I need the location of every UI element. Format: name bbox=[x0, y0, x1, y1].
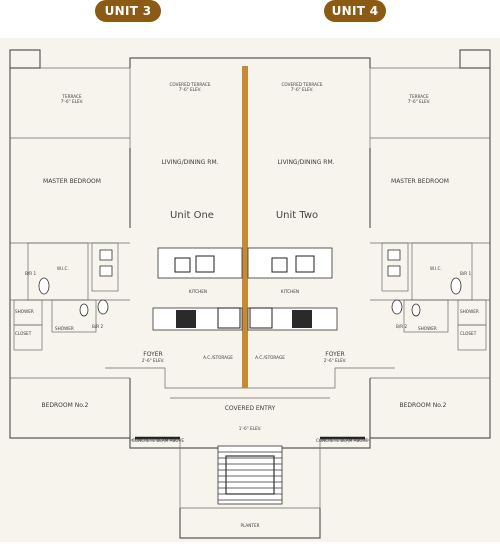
ac-storage-right-label: A.C./STORAGE bbox=[255, 355, 285, 360]
floor-plan-drawing: TERRACE 7'-6" ELEV. TERRACE 7'-6" ELEV. … bbox=[9, 49, 491, 539]
wic-left-label: W.I.C. bbox=[57, 266, 69, 271]
foyer-left-size: 2'-6" ELEV. bbox=[142, 358, 165, 363]
master-right-label: MASTER BEDROOM bbox=[391, 178, 449, 185]
bedroom2-left-label: BEDROOM No.2 bbox=[41, 402, 88, 409]
shower-left-2: SHOWER bbox=[55, 326, 74, 331]
unit-one-label: Unit One bbox=[170, 210, 214, 221]
foyer-right-label: FOYER bbox=[325, 351, 344, 358]
kitchen-right-label: KITCHEN bbox=[281, 289, 299, 294]
covered-terrace-right-label: COVERED TERRACE bbox=[282, 82, 323, 87]
covered-entry-size: 1'-6" ELEV. bbox=[239, 426, 262, 431]
kitchen-counters bbox=[152, 247, 338, 331]
unit-divider bbox=[242, 66, 248, 388]
unit-two-label: Unit Two bbox=[276, 210, 318, 221]
shower-right-1: SHOWER bbox=[460, 309, 479, 314]
living-right-label: LIVING/DINING RM. bbox=[277, 159, 334, 166]
closet-left: CLOSET bbox=[15, 331, 32, 336]
terrace-right-size: 7'-6" ELEV. bbox=[408, 99, 431, 104]
terrace-left-size: 7'-6" ELEV. bbox=[61, 99, 84, 104]
wic-right-label: W.I.C. bbox=[430, 266, 442, 271]
terrace-right-label: TERRACE bbox=[408, 94, 429, 99]
entry-stairs bbox=[217, 445, 283, 505]
bath1-left-label: B/R 1 bbox=[25, 271, 37, 276]
covered-terrace-left-label: COVERED TERRACE bbox=[170, 82, 211, 87]
foyer-left-label: FOYER bbox=[143, 351, 162, 358]
covered-terrace-left-size: 7'-6" ELEV. bbox=[179, 87, 202, 92]
foyer-right-size: 2'-6" ELEV. bbox=[324, 358, 347, 363]
terrace-left-label: TERRACE bbox=[61, 94, 82, 99]
bathroom-fixtures-left bbox=[13, 242, 119, 351]
beam-right-label: CONCRETE BEAM ABOVE bbox=[316, 438, 368, 443]
shower-left-1: SHOWER bbox=[15, 309, 34, 314]
covered-entry-label: COVERED ENTRY bbox=[225, 405, 276, 412]
floor-plan: TERRACE 7'-6" ELEV. TERRACE 7'-6" ELEV. … bbox=[0, 38, 500, 542]
closet-right: CLOSET bbox=[460, 331, 477, 336]
beam-left-label: CONCRETE BEAM ABOVE bbox=[132, 438, 184, 443]
bedroom2-right-label: BEDROOM No.2 bbox=[399, 402, 446, 409]
bath2-right-label: B/R 2 bbox=[396, 324, 408, 329]
unit-3-badge: UNIT 3 bbox=[95, 0, 161, 22]
bath1-right-label: B/R 1 bbox=[460, 271, 472, 276]
planter-label: PLANTER bbox=[240, 523, 259, 528]
kitchen-left-label: KITCHEN bbox=[189, 289, 207, 294]
covered-terrace-right-size: 7'-6" ELEV. bbox=[291, 87, 314, 92]
living-left-label: LIVING/DINING RM. bbox=[161, 159, 218, 166]
unit-4-badge: UNIT 4 bbox=[324, 0, 386, 22]
shower-right-2: SHOWER bbox=[418, 326, 437, 331]
bathroom-fixtures-right bbox=[381, 242, 487, 351]
master-left-label: MASTER BEDROOM bbox=[43, 178, 101, 185]
ac-storage-left-label: A.C./STORAGE bbox=[203, 355, 233, 360]
bath2-left-label: B/R 2 bbox=[92, 324, 104, 329]
